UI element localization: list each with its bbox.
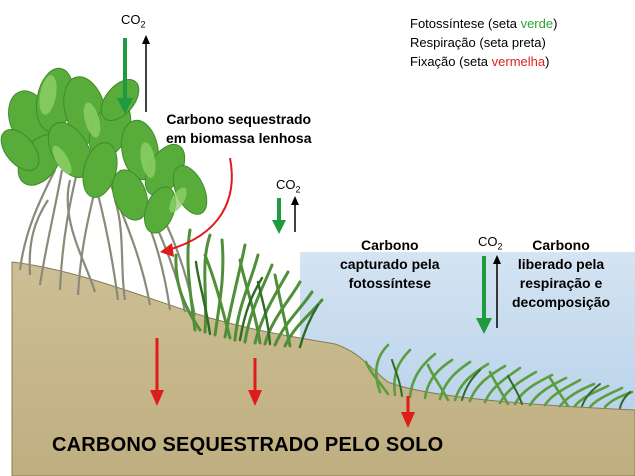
co2-subscript: 2 bbox=[295, 184, 301, 195]
photosynthesis-arrow-seagrass-lower bbox=[476, 256, 492, 334]
photosynthesis-arrow-mangrove bbox=[117, 38, 133, 114]
co2-label-mangrove: CO2 bbox=[121, 12, 146, 30]
label-line: Carbono bbox=[361, 237, 419, 253]
label-line: fotossíntese bbox=[348, 275, 432, 291]
respiration-arrow-seagrass-lower bbox=[493, 255, 501, 328]
fixation-arrow-soil-1 bbox=[150, 338, 164, 406]
label-line: Carbono bbox=[532, 237, 590, 253]
label-line: em biomassa lenhosa bbox=[166, 130, 312, 146]
legend-photosynthesis-suffix: ) bbox=[553, 16, 558, 31]
label-woody-biomass: Carbono sequestrado em biomassa lenhosa bbox=[166, 110, 312, 148]
legend-photosynthesis: Fotossíntese (seta verde) bbox=[410, 14, 557, 33]
soil bbox=[11, 261, 635, 476]
soil-title: CARBONO SEQUESTRADO PELO SOLO bbox=[52, 434, 444, 456]
label-line: respiração e bbox=[519, 275, 603, 291]
co2-label-seagrass-upper: CO2 bbox=[276, 177, 301, 195]
photosynthesis-arrow-seagrass-upper bbox=[272, 198, 286, 234]
legend-photosynthesis-prefix: Fotossíntese (seta bbox=[410, 16, 521, 31]
label-line: decomposição bbox=[512, 294, 611, 310]
mangrove-roots bbox=[18, 159, 197, 317]
respiration-arrows bbox=[142, 35, 501, 328]
label-line: Carbono sequestrado bbox=[166, 111, 312, 127]
legend: Fotossíntese (seta verde) Respiração (se… bbox=[410, 14, 557, 71]
fixation-arrow-soil-3 bbox=[401, 396, 415, 428]
label-released: Carbono liberado pela respiração e decom… bbox=[512, 236, 610, 312]
legend-fixation: Fixação (seta vermelha) bbox=[410, 52, 557, 71]
fixation-arrows bbox=[150, 157, 415, 428]
mangrove-canopy-light bbox=[39, 75, 187, 213]
legend-color-word-red: vermelha bbox=[491, 54, 546, 69]
legend-color-word-green: verde bbox=[520, 16, 554, 31]
label-line: capturado pela bbox=[340, 256, 440, 272]
fixation-arrow-soil-2 bbox=[248, 358, 262, 406]
co2-subscript: 2 bbox=[497, 241, 503, 252]
legend-respiration: Respiração (seta preta) bbox=[410, 35, 546, 50]
co2-base: CO bbox=[121, 12, 141, 27]
fixation-arrow-biomass bbox=[160, 157, 233, 257]
co2-base: CO bbox=[276, 177, 296, 192]
mangrove-canopy bbox=[0, 67, 208, 234]
photosynthesis-arrows bbox=[117, 38, 492, 334]
seagrass-upper-dark bbox=[194, 260, 320, 349]
seagrass-upper bbox=[174, 228, 324, 348]
co2-label-seagrass-lower: CO2 bbox=[478, 234, 503, 252]
co2-base: CO bbox=[478, 234, 498, 249]
label-captured: Carbono capturado pela fotossíntese bbox=[340, 236, 440, 293]
legend-fixation-suffix: ) bbox=[545, 54, 550, 69]
seagrass-lower bbox=[364, 343, 634, 409]
legend-fixation-prefix: Fixação (seta bbox=[410, 54, 492, 69]
seagrass-lower-dark bbox=[391, 359, 631, 409]
co2-subscript: 2 bbox=[140, 19, 146, 30]
label-line: liberado pela bbox=[517, 256, 605, 272]
respiration-arrow-mangrove bbox=[142, 35, 150, 112]
respiration-arrow-seagrass-upper bbox=[291, 196, 299, 232]
